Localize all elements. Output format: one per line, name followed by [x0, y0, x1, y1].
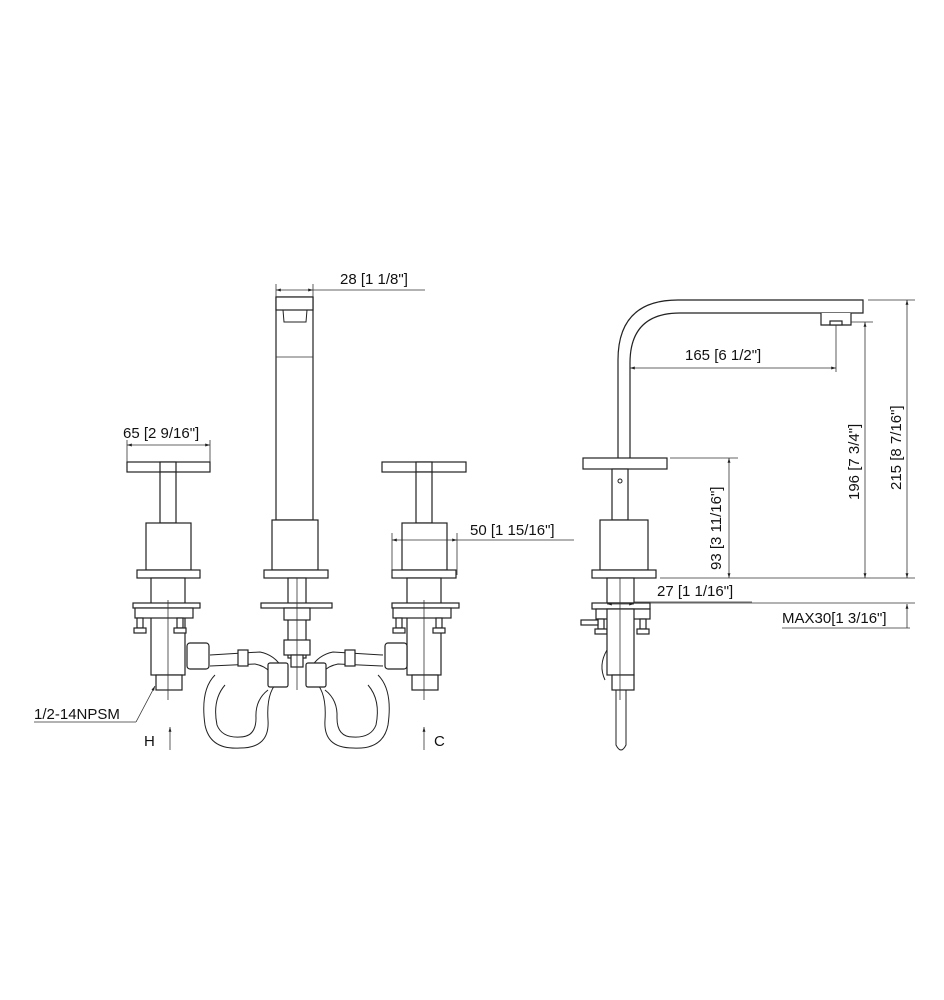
outlet-height-label: 196 [7 3/4"] [846, 424, 863, 500]
side-spout [617, 299, 864, 461]
dim-outlet-height: 196 [7 3/4"] [846, 322, 867, 578]
hot-valve [126, 461, 211, 700]
handle-width-label: 65 [2 9/16"] [123, 425, 199, 442]
side-view: 165 [6 1/2"] 196 [7 3/4"] 215 [8 7/16"] … [580, 299, 915, 751]
front-spout [260, 296, 333, 690]
body-width-label: 50 [1 15/16"] [470, 522, 555, 539]
spout-reach-label: 165 [6 1/2"] [685, 347, 761, 364]
dim-body-width: 50 [1 15/16"] [391, 522, 574, 575]
cold-label: C [434, 733, 445, 750]
max-deck-label: MAX30[1 3/16"] [782, 610, 887, 627]
front-view: 28 [1 1/8"] 65 [2 9/16"] 50 [1 15/16"] 1… [34, 271, 574, 750]
dim-max-deck: MAX30[1 3/16"] [782, 604, 910, 629]
supply-hoses [186, 642, 408, 749]
hot-label: H [144, 733, 155, 750]
dim-spout-width: 28 [1 1/8"] [275, 271, 425, 297]
thread-spec-label: 1/2-14NPSM [34, 706, 120, 723]
dim-handle-width: 65 [2 9/16"] [123, 425, 211, 462]
spout-width-label: 28 [1 1/8"] [340, 271, 408, 288]
dim-overall-height: 215 [8 7/16"] [888, 300, 909, 578]
dim-spout-reach: 165 [6 1/2"] [630, 347, 836, 370]
handle-height-label: 93 [3 11/16"] [708, 487, 725, 570]
dim-handle-height: 93 [3 11/16"] [708, 458, 731, 578]
side-handle [580, 457, 668, 751]
dim-shank-width: 27 [1 1/16"] [607, 583, 752, 606]
overall-height-label: 215 [8 7/16"] [888, 405, 905, 490]
shank-width-label: 27 [1 1/16"] [657, 583, 733, 600]
thread-callout: 1/2-14NPSM [34, 685, 156, 723]
cold-valve [381, 461, 467, 700]
